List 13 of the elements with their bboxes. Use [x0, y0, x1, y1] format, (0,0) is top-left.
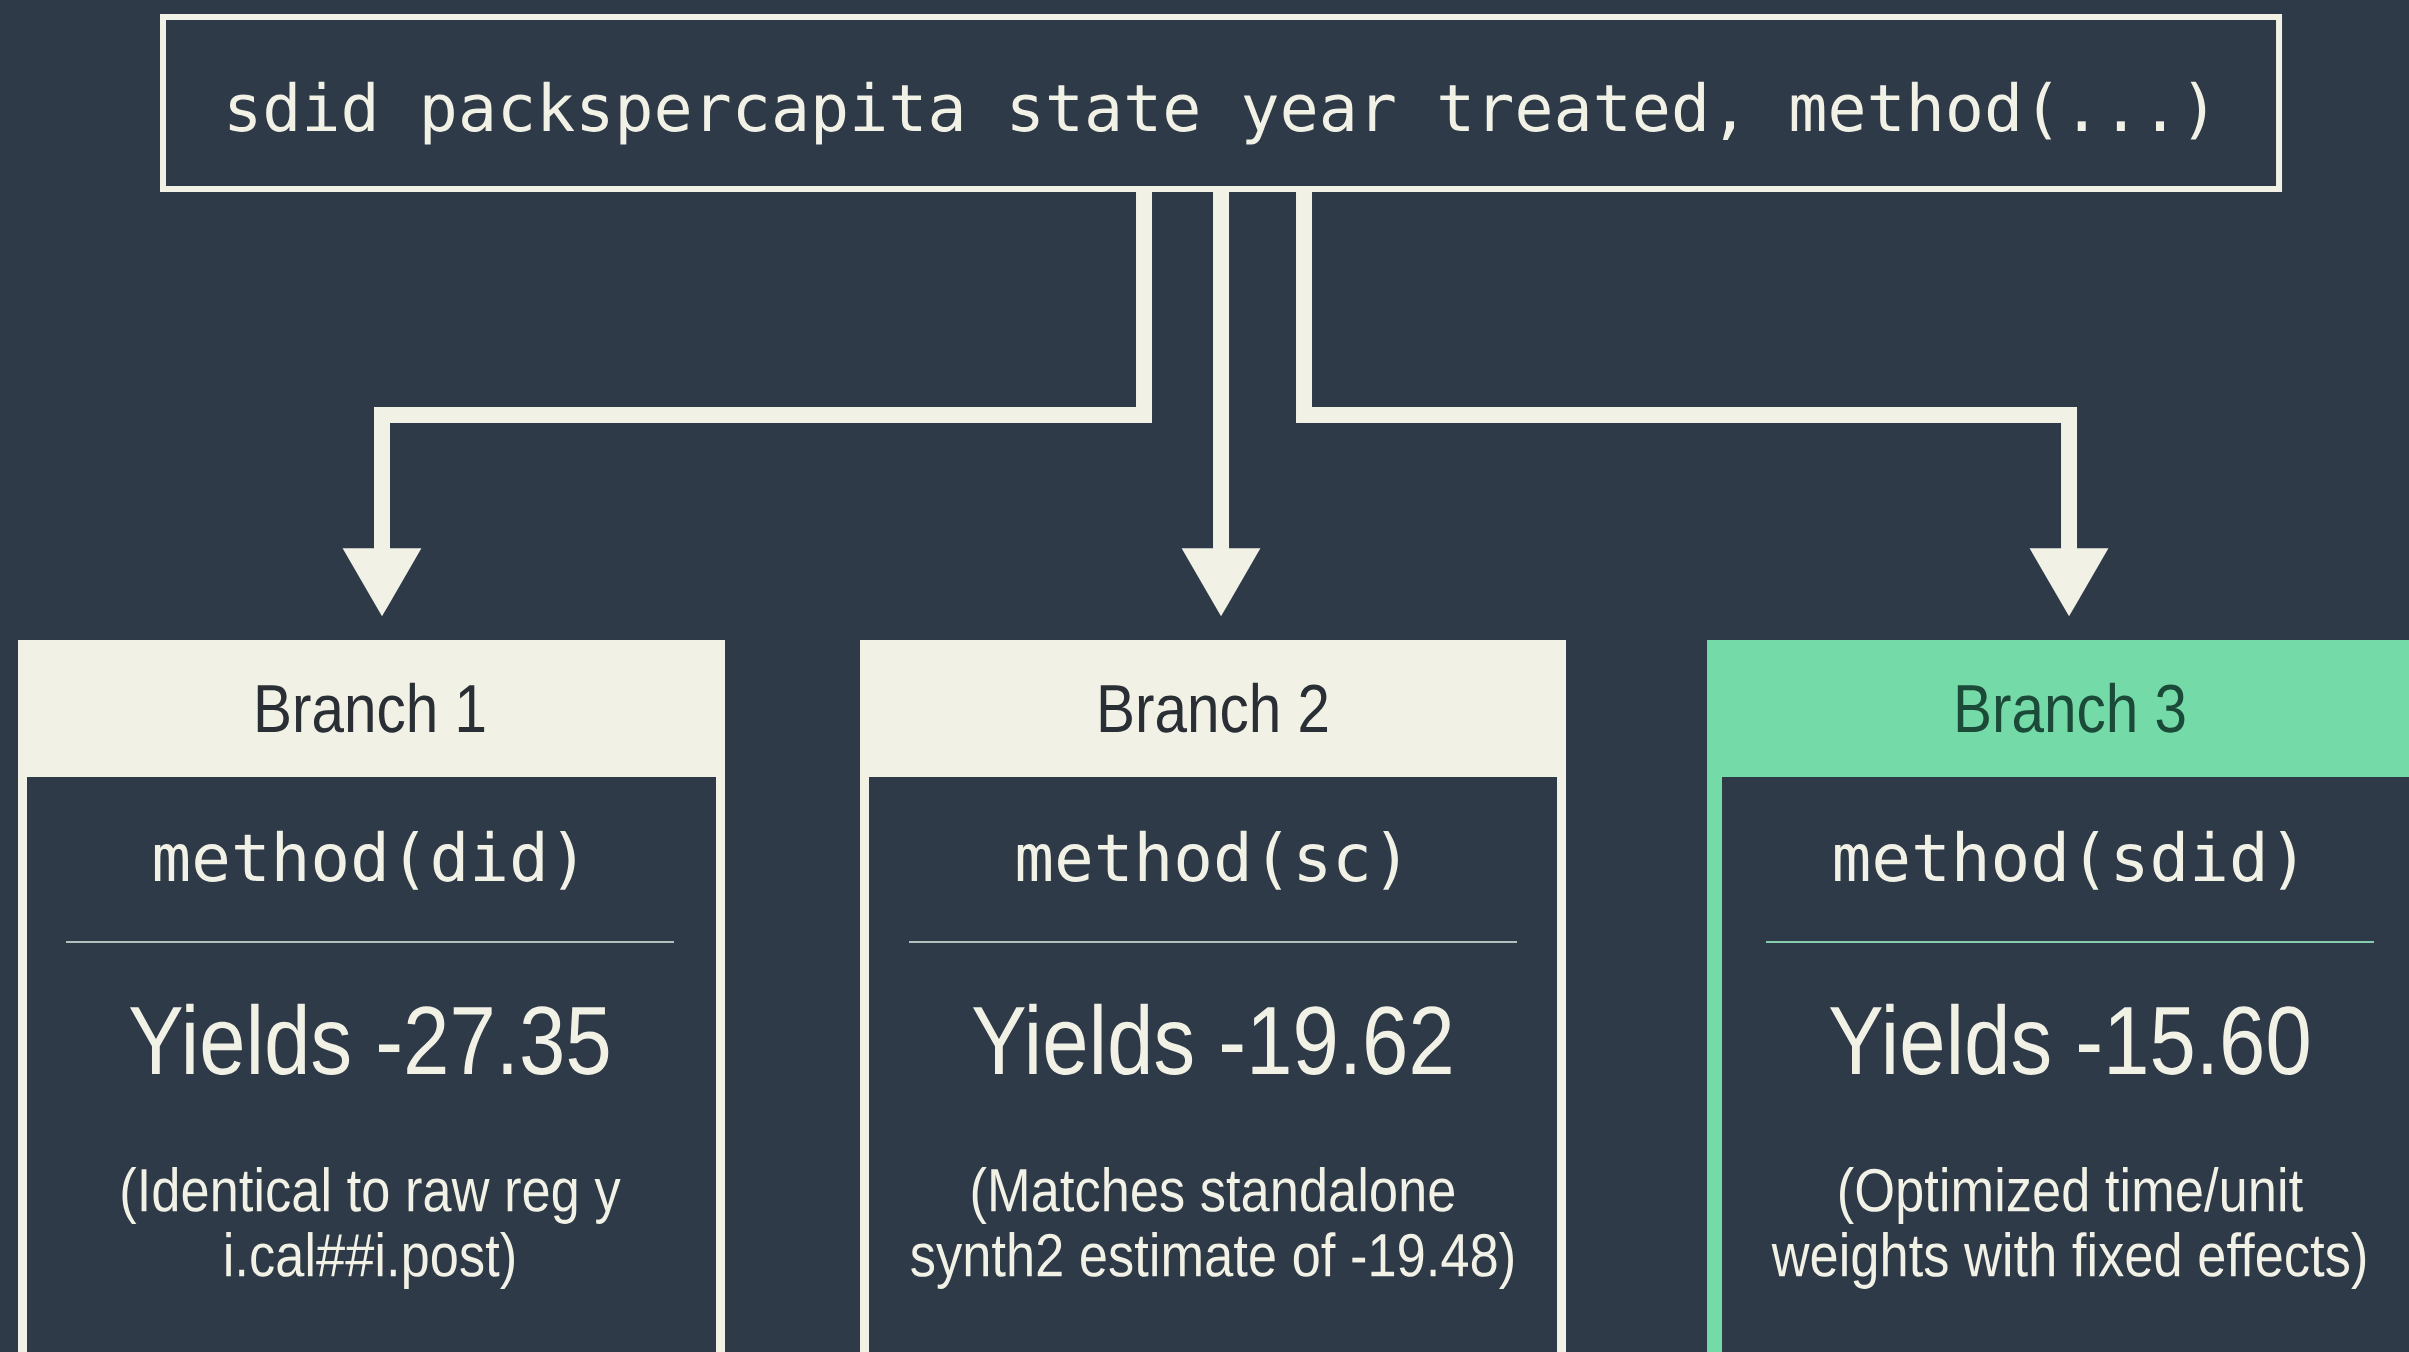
code-text: method(sc): [1017, 830, 1398, 890]
code-text: method(sdid): [1835, 830, 2295, 890]
code-text: method(did): [154, 830, 575, 890]
card-header: Branch 2: [860, 640, 1566, 777]
result-value: Yields -15.60: [1829, 1003, 2309, 1075]
note-text: (Matches standalone synth2 estimate of -19.48): [911, 1167, 1513, 1289]
result-value: Yields -19.62: [972, 1003, 1451, 1075]
note-text: (Identical to raw reg y i.cal##i.post): [122, 1167, 621, 1289]
result-value: Yields -27.35: [129, 1003, 609, 1075]
card-header: Branch 1: [18, 640, 725, 777]
card-header: Branch 3: [1707, 640, 2409, 777]
note-text: (Optimized time/unit weights with fixed effects): [1771, 1167, 2366, 1289]
command-box: sdid packspercapita state year treated, method(...): [160, 14, 2283, 192]
